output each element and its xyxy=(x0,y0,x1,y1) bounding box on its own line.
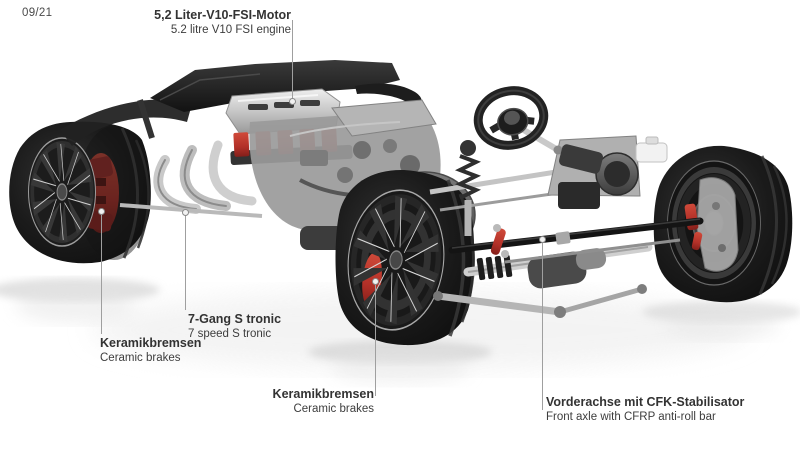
leader-dot-front-axle xyxy=(539,236,546,243)
leader-dot-gearbox xyxy=(182,209,189,216)
front-center-rim xyxy=(347,189,445,331)
anti-roll-bar xyxy=(448,217,704,258)
callout-engine-en: 5.2 litre V10 FSI engine xyxy=(170,24,291,36)
leader-line-front-brakes xyxy=(375,283,376,396)
callout-front-brakes-en: Ceramic brakes xyxy=(293,403,374,415)
exhaust-manifold xyxy=(153,140,257,214)
callout-front-brakes-de: Keramikbremsen xyxy=(272,387,374,401)
callout-front-axle-de: Vorderachse mit CFK-Stabilisator xyxy=(546,395,745,409)
callout-rear-brakes: Keramikbremsen Ceramic brakes xyxy=(100,336,201,365)
rear-axle-shaft xyxy=(119,203,263,218)
leader-line-engine xyxy=(292,20,293,101)
leader-dot-rear-brakes xyxy=(98,208,105,215)
stabilizer-link-red xyxy=(490,228,506,255)
brake-booster xyxy=(595,136,668,196)
callout-gearbox-de: 7-Gang S tronic xyxy=(188,312,282,326)
leader-dot-engine xyxy=(289,98,296,105)
leader-line-rear-brakes xyxy=(101,213,102,334)
leader-dot-front-brakes xyxy=(372,278,379,285)
steering-column xyxy=(519,126,603,174)
callout-rear-brakes-de: Keramikbremsen xyxy=(100,336,202,350)
leader-line-front-axle xyxy=(542,242,543,410)
engine-cover-carbon xyxy=(150,60,400,112)
front-axle-assembly xyxy=(429,86,704,318)
front-coilover xyxy=(455,140,481,236)
callout-gearbox-en: 7 speed S tronic xyxy=(188,328,272,340)
callout-gearbox: 7-Gang S tronic 7 speed S tronic xyxy=(188,312,281,341)
callout-engine-de: 5,2 Liter-V10-FSI-Motor xyxy=(154,8,291,22)
lower-control-arms xyxy=(433,284,647,318)
callout-front-axle: Vorderachse mit CFK-Stabilisator Front a… xyxy=(546,395,744,424)
rear-suspension-arm xyxy=(60,99,192,146)
date-code: 09/21 xyxy=(22,7,53,19)
abs-unit xyxy=(558,182,600,209)
rear-wheel xyxy=(9,99,192,264)
callout-engine: 5,2 Liter-V10-FSI-Motor 5.2 litre V10 FS… xyxy=(154,8,291,37)
callout-front-brakes: Keramikbremsen Ceramic brakes xyxy=(273,387,374,416)
wing-support-bar xyxy=(355,83,422,108)
steering-wheel xyxy=(473,86,549,150)
front-right-hub-upright xyxy=(684,177,739,272)
callout-rear-brakes-en: Ceramic brakes xyxy=(100,352,181,364)
track-rod xyxy=(504,238,681,264)
front-center-wheel xyxy=(335,169,475,346)
rear-wheel-rim xyxy=(28,137,96,247)
leader-line-gearbox xyxy=(185,213,186,310)
callout-front-axle-en: Front axle with CFRP anti-roll bar xyxy=(546,411,716,423)
